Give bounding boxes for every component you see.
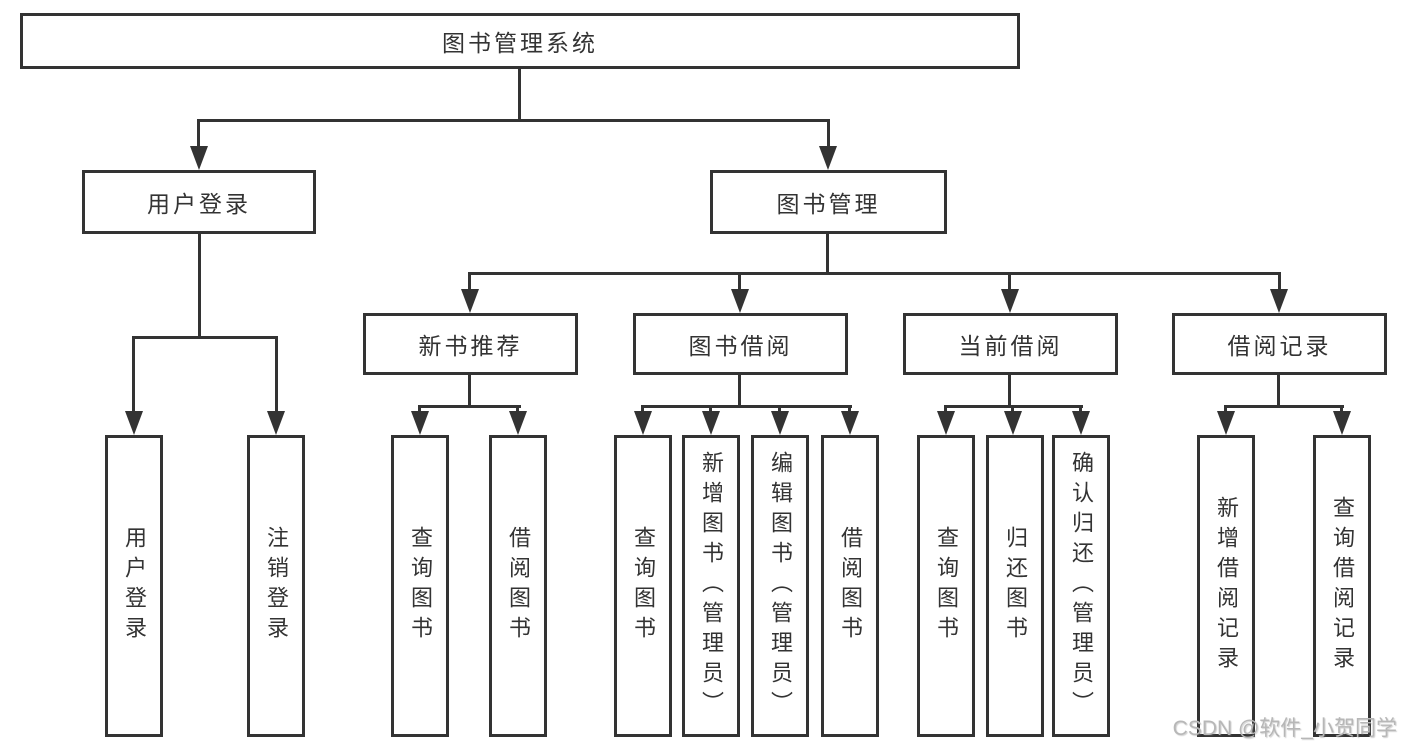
node-label: 用户登录 [122, 526, 147, 646]
node-label: 借阅记录 [1227, 333, 1332, 359]
arrow-down-icon [1333, 411, 1351, 435]
connector-stub [738, 272, 741, 292]
node-new-book-recommendation: 新书推荐 [363, 313, 578, 375]
connector-hline [132, 336, 278, 339]
connector-stub [468, 272, 471, 292]
node-book-borrowing: 图书借阅 [633, 313, 848, 375]
node-borrowing-records: 借阅记录 [1172, 313, 1387, 375]
connector-stub [197, 119, 200, 149]
leaf-query-borrow-record: 查询借阅记录 [1313, 435, 1371, 737]
connector-hline [468, 272, 1281, 275]
connector-stub [1011, 405, 1014, 413]
connector-stub [516, 405, 519, 413]
node-label: 新增借阅记录 [1214, 496, 1239, 676]
connector-stub [1278, 272, 1281, 292]
node-label: 借阅图书 [506, 526, 531, 646]
node-label: 图书借阅 [688, 333, 793, 359]
node-label: 确认归还（管理员） [1069, 451, 1094, 721]
connector-hline [1224, 405, 1344, 408]
connector-stub [709, 405, 712, 413]
leaf-user-login: 用户登录 [105, 435, 163, 737]
connector-stub [275, 336, 278, 413]
leaf-return-books: 归还图书 [986, 435, 1044, 737]
arrow-down-icon [190, 146, 208, 170]
connector-stub [1224, 405, 1227, 413]
connector-stub [1340, 405, 1343, 413]
arrow-down-icon [841, 411, 859, 435]
connector-vline [518, 69, 521, 119]
arrow-down-icon [267, 411, 285, 435]
arrow-down-icon [461, 289, 479, 313]
arrow-down-icon [1217, 411, 1235, 435]
leaf-add-books-admin: 新增图书（管理员） [682, 435, 740, 737]
leaf-borrowing-borrow-books: 借阅图书 [821, 435, 879, 737]
node-label: 新书推荐 [418, 333, 523, 359]
connector-stub [132, 336, 135, 413]
arrow-down-icon [937, 411, 955, 435]
node-library-management-system: 图书管理系统 [20, 13, 1020, 69]
arrow-down-icon [634, 411, 652, 435]
arrow-down-icon [125, 411, 143, 435]
arrow-down-icon [771, 411, 789, 435]
node-label: 图书管理 [776, 191, 881, 217]
arrow-down-icon [702, 411, 720, 435]
node-label: 查询图书 [934, 526, 959, 646]
node-label: 当前借阅 [958, 333, 1063, 359]
connector-hline [197, 119, 830, 122]
arrow-down-icon [731, 289, 749, 313]
connector-vline [738, 375, 741, 405]
arrow-down-icon [411, 411, 429, 435]
connector-vline [1008, 375, 1011, 405]
arrow-down-icon [1072, 411, 1090, 435]
connector-vline [468, 375, 471, 405]
node-label: 归还图书 [1003, 526, 1028, 646]
node-label: 注销登录 [264, 526, 289, 646]
connector-stub [827, 119, 830, 149]
connector-stub [944, 405, 947, 413]
leaf-borrowing-query-books: 查询图书 [614, 435, 672, 737]
arrow-down-icon [1270, 289, 1288, 313]
node-label: 查询借阅记录 [1330, 496, 1355, 676]
arrow-down-icon [819, 146, 837, 170]
leaf-logout-login: 注销登录 [247, 435, 305, 737]
connector-stub [418, 405, 421, 413]
node-label: 编辑图书（管理员） [768, 451, 793, 721]
connector-vline [826, 234, 829, 272]
connector-vline [198, 234, 201, 336]
connector-stub [778, 405, 781, 413]
leaf-recommend-borrow-books: 借阅图书 [489, 435, 547, 737]
leaf-recommend-query-books: 查询图书 [391, 435, 449, 737]
leaf-confirm-return-admin: 确认归还（管理员） [1052, 435, 1110, 737]
connector-vline [1277, 375, 1280, 405]
node-label: 查询图书 [408, 526, 433, 646]
connector-stub [1079, 405, 1082, 413]
node-label: 新增图书（管理员） [699, 451, 724, 721]
arrow-down-icon [1001, 289, 1019, 313]
node-label: 用户登录 [147, 191, 251, 217]
node-label: 查询图书 [631, 526, 656, 646]
node-label: 图书管理系统 [442, 30, 598, 56]
arrow-down-icon [509, 411, 527, 435]
leaf-edit-books-admin: 编辑图书（管理员） [751, 435, 809, 737]
node-user-login: 用户登录 [82, 170, 316, 234]
connector-stub [1008, 272, 1011, 292]
connector-hline [641, 405, 852, 408]
leaf-add-borrow-record: 新增借阅记录 [1197, 435, 1255, 737]
connector-stub [641, 405, 644, 413]
watermark-text: CSDN @软件_小贺同学 [1172, 717, 1397, 740]
arrow-down-icon [1004, 411, 1022, 435]
connector-stub [848, 405, 851, 413]
node-book-management: 图书管理 [710, 170, 947, 234]
leaf-current-query-books: 查询图书 [917, 435, 975, 737]
node-label: 借阅图书 [838, 526, 863, 646]
node-current-borrowing: 当前借阅 [903, 313, 1118, 375]
connector-hline [418, 405, 521, 408]
